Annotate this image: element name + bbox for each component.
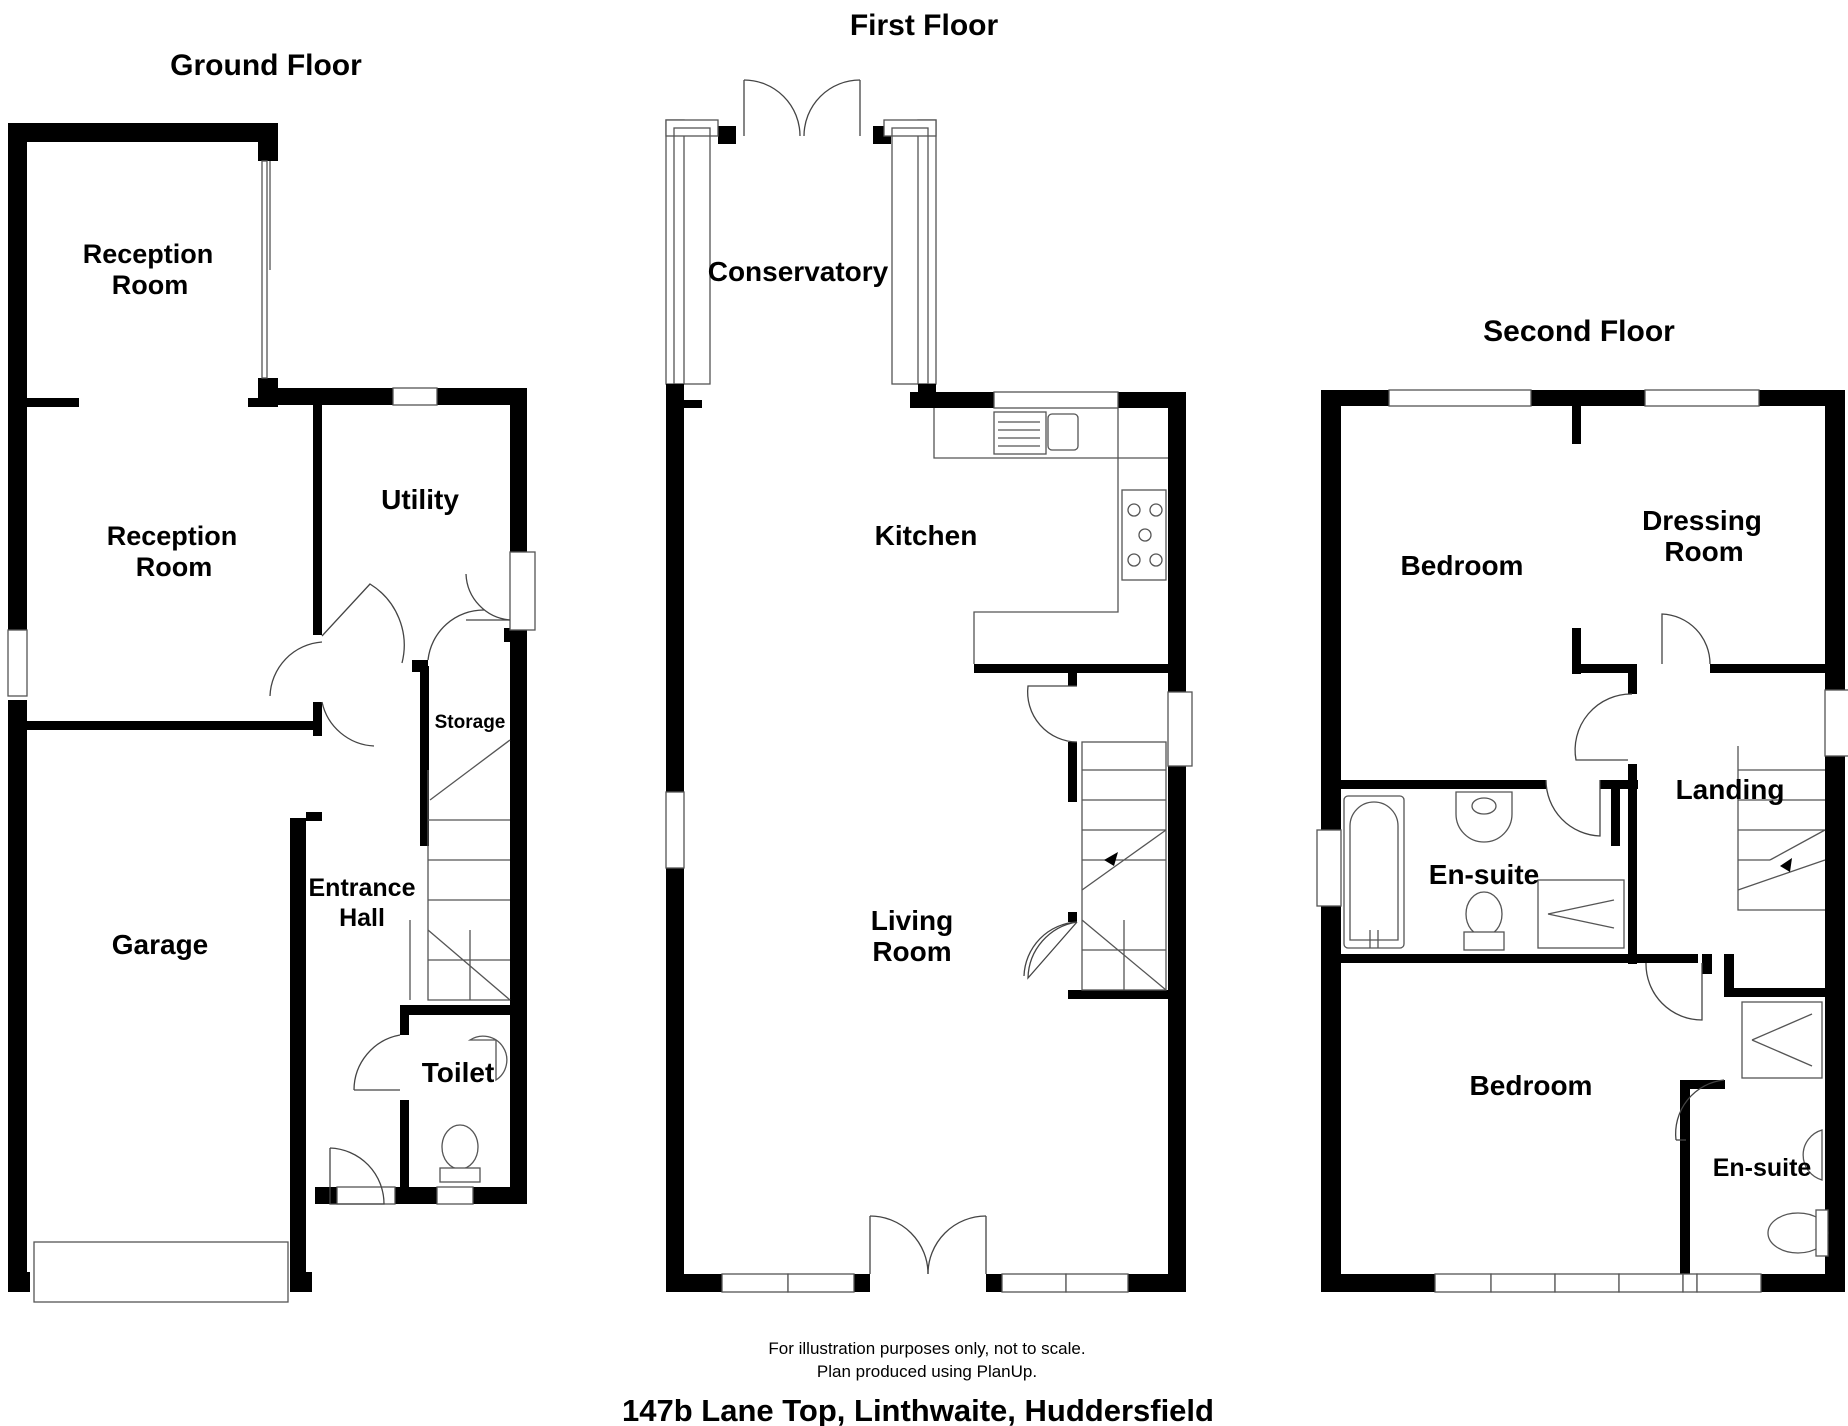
bedroom-1-label: Bedroom (1401, 550, 1524, 581)
toilet-label: Toilet (422, 1057, 495, 1088)
ensuite-1-label: En-suite (1429, 859, 1539, 890)
dressing-room-label-line1: Dressing (1642, 505, 1762, 536)
living-room-label-line2: Room (872, 936, 951, 967)
bedroom-2-label: Bedroom (1470, 1070, 1593, 1101)
disclaimer-line1: For illustration purposes only, not to s… (768, 1339, 1085, 1358)
ensuite-2-label: En-suite (1713, 1154, 1812, 1182)
reception-room-1-label-line2: Room (112, 270, 189, 300)
ground-floor-title: Ground Floor (170, 49, 362, 82)
reception-room-2-label-line2: Room (136, 552, 213, 582)
conservatory-label: Conservatory (708, 256, 889, 287)
living-room-label-line1: Living (871, 905, 953, 936)
property-address: 147b Lane Top, Linthwaite, Huddersfield (622, 1393, 1214, 1426)
entrance-hall-label-line2: Hall (339, 904, 385, 932)
entrance-hall-label-line1: Entrance (309, 874, 416, 902)
second-floor-plan: Second Floor Bedroom Dressing Room Landi… (1316, 315, 1848, 1293)
kitchen-label: Kitchen (875, 520, 978, 551)
storage-label: Storage (435, 712, 506, 733)
first-floor-plan: First Floor Conservatory Kitchen Living … (665, 9, 1193, 1293)
garage-label: Garage (112, 929, 209, 960)
disclaimer-line2: Plan produced using PlanUp. (817, 1362, 1037, 1381)
reception-room-1-label-line1: Reception (83, 239, 214, 269)
reception-room-2-label-line1: Reception (107, 521, 238, 551)
ground-floor-plan: Ground Floor Reception Room Reception Ro… (7, 49, 536, 1303)
dressing-room-label-line2: Room (1664, 536, 1743, 567)
landing-label: Landing (1676, 774, 1785, 805)
first-floor-title: First Floor (850, 9, 999, 42)
utility-label: Utility (381, 484, 459, 515)
second-floor-title: Second Floor (1483, 315, 1675, 348)
